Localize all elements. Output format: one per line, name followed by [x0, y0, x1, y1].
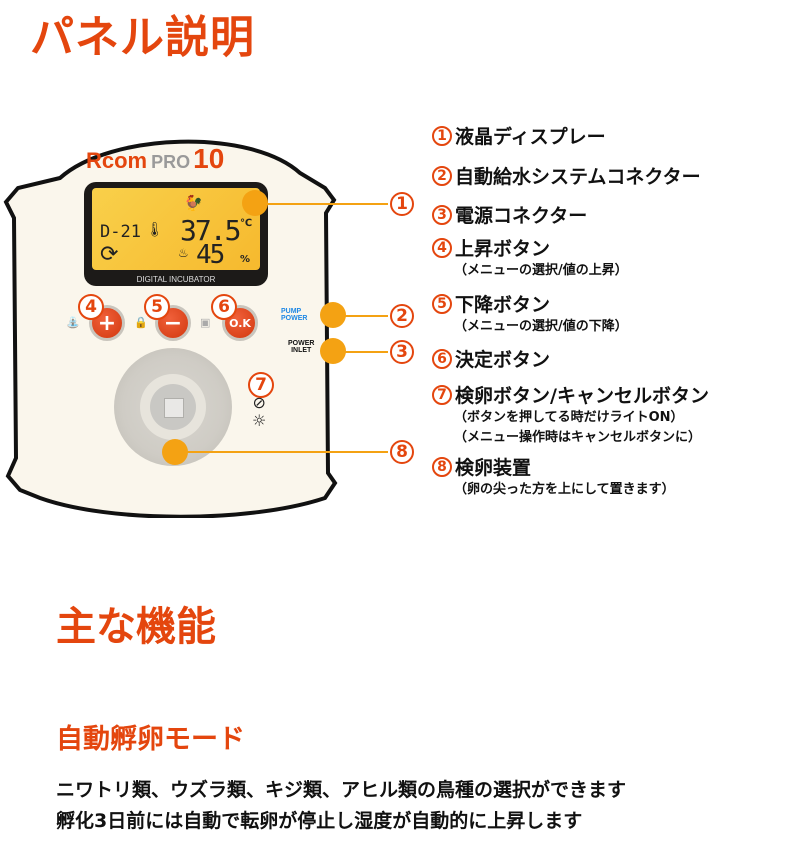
legend-title: 上昇ボタン — [455, 238, 551, 260]
callout-dot-3 — [320, 338, 346, 364]
legend-num: 8 — [432, 456, 452, 477]
legend-num: 1 — [432, 125, 452, 146]
lcd-temperature: 37.5 — [180, 214, 241, 247]
description-line-1: ニワトリ類、ウズラ類、キジ類、アヒル類の鳥種の選択ができます — [56, 779, 627, 801]
legend-subtext: （メニュー操作時はキャンセルボタンに） — [454, 430, 702, 445]
ok-button[interactable]: O.K — [222, 305, 258, 341]
legend-title: 自動給水システムコネクター — [455, 166, 701, 188]
auto-incubation-mode-heading: 自動孵卵モード — [56, 724, 245, 755]
legend-subtext: （メニューの選択/値の上昇） — [454, 263, 628, 278]
brand-rcom: Rcom — [86, 148, 148, 173]
lcd-label: DIGITAL INCUBATOR — [136, 275, 216, 284]
main-features-heading: 主な機能 — [56, 604, 216, 650]
menu-symbol-icon: ▣ — [200, 316, 211, 329]
legend-title: 電源コネクター — [455, 205, 588, 227]
badge-6: 6 — [211, 294, 237, 320]
lcd-day: D-21 — [100, 222, 141, 242]
lcd-temperature-unit: ℃ — [240, 218, 253, 229]
lock-symbol-icon: 🔒 — [134, 316, 148, 329]
thermometer-icon: 🌡 — [146, 222, 164, 238]
brand-model: 10 — [193, 143, 225, 174]
power-inlet-label: POWER INLET — [288, 340, 314, 355]
callout-dot-8 — [162, 439, 188, 465]
leader-line-2 — [344, 315, 388, 317]
legend-title: 下降ボタン — [455, 294, 551, 316]
pump-symbol-icon: ⛲ — [66, 316, 80, 329]
legend-num: 5 — [432, 293, 452, 314]
candle-button-icon[interactable]: ⊘☼ — [252, 393, 267, 430]
egg-turning-icon: ⟳ — [100, 242, 119, 267]
legend-title: 検卵装置 — [455, 457, 532, 479]
badge-7: 7 — [248, 372, 274, 398]
legend-subtext: （メニューの選択/値の下降） — [454, 319, 628, 334]
pump-label-line1: PUMP — [281, 308, 302, 315]
lcd-humidity: 45 — [196, 240, 225, 270]
leader-line-3 — [344, 351, 388, 353]
callout-3: 3 — [390, 340, 414, 364]
callout-dot-2 — [320, 302, 346, 328]
legend-title: 検卵ボタン/キャンセルボタン — [455, 385, 709, 407]
power-label-line1: POWER — [288, 340, 315, 347]
callout-8: 8 — [390, 440, 414, 464]
brand-pro: PRO — [151, 152, 191, 172]
legend-num: 3 — [432, 204, 452, 225]
pump-label-line2: POWER — [281, 315, 308, 323]
lcd-humidity-unit: % — [240, 254, 251, 265]
legend-num: 7 — [432, 384, 452, 405]
legend-num: 6 — [432, 348, 452, 369]
callout-1: 1 — [390, 192, 414, 216]
description-line-2: 孵化3日前には自動で転卵が停止し湿度が自動的に上昇します — [56, 810, 583, 832]
rooster-icon: 🐓 — [184, 194, 203, 212]
callout-dot-1 — [242, 190, 268, 216]
legend-subtext: （卵の尖った方を上にして置きます） — [454, 482, 675, 497]
leader-line-1 — [266, 203, 388, 205]
legend-num: 4 — [432, 237, 452, 258]
leader-line-8 — [186, 451, 388, 453]
legend-title: 液晶ディスプレー — [455, 126, 606, 148]
badge-4: 4 — [78, 294, 104, 320]
callout-2: 2 — [390, 304, 414, 328]
humidity-icon: ♨ — [178, 246, 189, 260]
legend-num: 2 — [432, 165, 452, 186]
lcd-display: 🐓 D-21 🌡 37.5 ℃ ⟳ ♨ 45 % DIGITAL INCUBAT… — [84, 182, 268, 286]
badge-5: 5 — [144, 294, 170, 320]
candler-light — [164, 398, 184, 418]
legend-title: 決定ボタン — [455, 349, 551, 371]
pump-power-label: PUMP POWER — [281, 308, 307, 323]
power-label-line2: INLET — [291, 347, 312, 355]
lcd-screen: 🐓 D-21 🌡 37.5 ℃ ⟳ ♨ 45 % — [92, 188, 260, 270]
legend-subtext: （ボタンを押してる時だけライトON） — [454, 410, 684, 425]
panel-description-heading: パネル説明 — [30, 12, 255, 63]
